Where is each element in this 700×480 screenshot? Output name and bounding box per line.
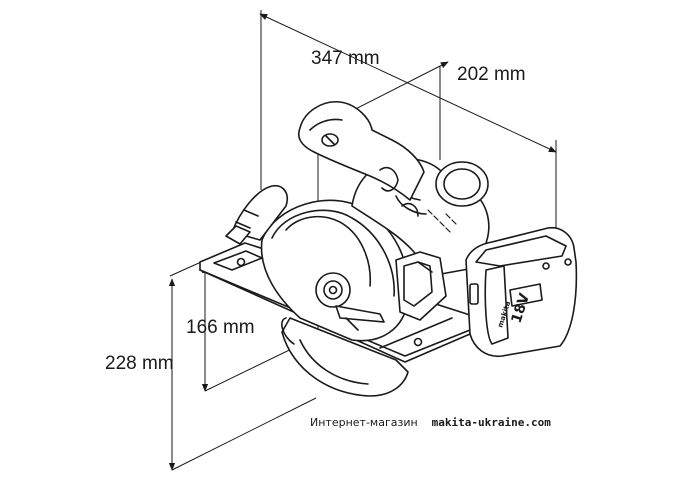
- dimension-height-label: 228 mm: [105, 353, 174, 374]
- dimension-cut-depth-label: 166 mm: [186, 317, 255, 338]
- dimension-length-label: 347 mm: [311, 48, 380, 69]
- footer-label: Интернет-магазин: [310, 416, 418, 429]
- footer-attribution: Интернет-магазин makita-ukraine.com: [310, 416, 551, 429]
- blade-guard: [260, 199, 410, 342]
- saw-blade: [281, 317, 409, 397]
- motor-housing: [298, 101, 490, 277]
- battery-pack: [465, 226, 578, 358]
- battery-led-indicator: [469, 283, 479, 305]
- rear-housing: [395, 251, 447, 321]
- footer-site-link[interactable]: makita-ukraine.com: [431, 416, 551, 429]
- vent-slots: [427, 209, 457, 233]
- saw-illustration: [199, 101, 578, 397]
- dimension-width-label: 202 mm: [457, 64, 526, 85]
- front-knob: [225, 184, 288, 245]
